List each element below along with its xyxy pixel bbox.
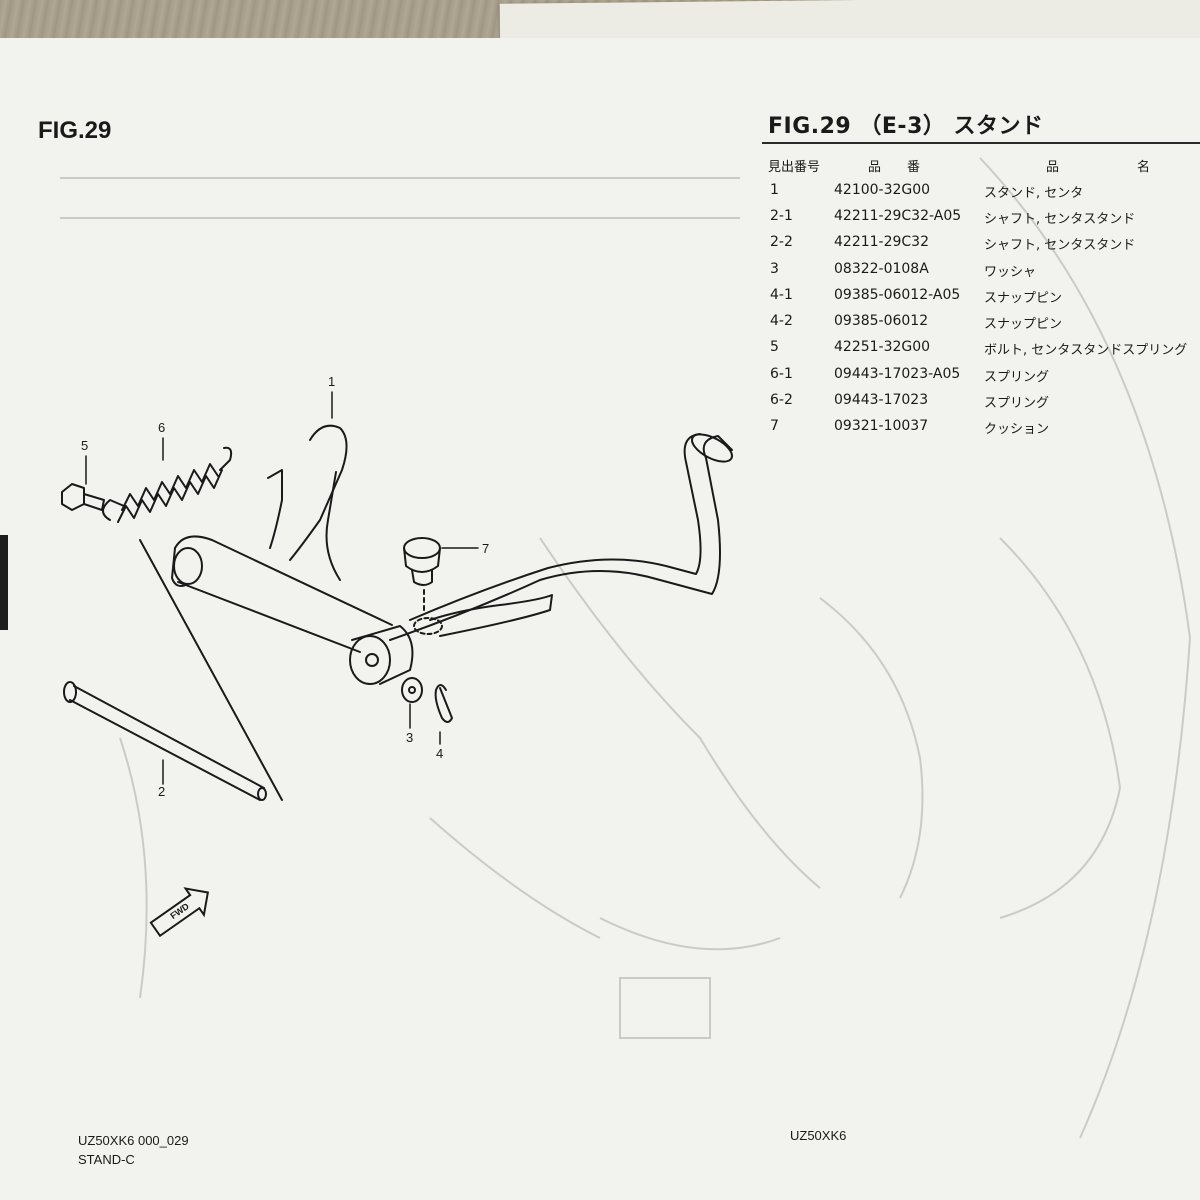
stand-arm xyxy=(325,471,341,581)
part-number: 42251-32G00 xyxy=(834,339,931,355)
part-name: スプリング xyxy=(984,370,1050,385)
ref-number: 2-1 xyxy=(770,208,793,224)
stand-pivot-right xyxy=(349,635,391,685)
bolt xyxy=(61,483,85,511)
part-number: 42100-32G00 xyxy=(834,182,931,198)
part-name: シャフト, センタスタンド xyxy=(984,212,1136,227)
part-number: 09385-06012-A05 xyxy=(834,287,961,303)
part-name: ボルト, センタスタンドスプリング xyxy=(984,343,1188,358)
ref-number: 7 xyxy=(770,418,779,434)
header-part: 品 番 xyxy=(868,160,921,175)
frame-outline-line xyxy=(139,539,283,801)
fwd-arrow xyxy=(149,887,210,938)
cushion xyxy=(403,547,441,573)
footer-model-code: UZ50XK6 000_029 xyxy=(78,1133,189,1148)
part-name: スナップピン xyxy=(984,291,1063,306)
cushion xyxy=(403,537,441,559)
stand-crossbar xyxy=(174,535,393,626)
part-number: 09385-06012 xyxy=(834,313,929,329)
callout-1: 1 xyxy=(328,374,335,389)
stand-pivot-hole xyxy=(365,653,379,667)
footer-section: STAND-C xyxy=(78,1152,135,1167)
foot-lever xyxy=(389,435,733,641)
shaft xyxy=(69,685,265,801)
callout-2: 2 xyxy=(158,784,165,799)
part-name: スプリング xyxy=(984,396,1050,411)
stand-arm xyxy=(289,424,348,561)
ref-number: 5 xyxy=(770,339,779,355)
ref-number: 3 xyxy=(770,261,779,277)
callout-6: 6 xyxy=(158,420,165,435)
callout-4: 4 xyxy=(436,746,443,761)
part-name: ワッシャ xyxy=(984,265,1037,280)
callout-7: 7 xyxy=(482,541,489,556)
foot-lever-end xyxy=(691,433,733,463)
footer-model-right: UZ50XK6 xyxy=(790,1128,847,1143)
foot-lever xyxy=(409,433,702,621)
figure-title-left: FIG.29 xyxy=(38,117,112,144)
stand-crossbar xyxy=(177,581,361,653)
part-name: クッション xyxy=(984,422,1050,437)
part-name: スタンド, センタ xyxy=(984,186,1084,201)
part-name: スナップピン xyxy=(984,317,1063,332)
part-number: 42211-29C32-A05 xyxy=(834,208,962,224)
callout-5: 5 xyxy=(81,438,88,453)
spring xyxy=(102,446,233,523)
part-number: 08322-0108A xyxy=(834,261,929,277)
ref-number: 1 xyxy=(770,182,779,198)
header-rule xyxy=(762,142,1200,144)
ref-number: 6-2 xyxy=(770,392,793,408)
stand-arm xyxy=(267,469,283,549)
callout-3: 3 xyxy=(406,730,413,745)
page-edge-tab xyxy=(0,535,8,630)
figure-title-right: FIG.29 （E-3） スタンド xyxy=(768,114,1044,139)
header-name: 品 名 xyxy=(1046,160,1151,175)
ref-number: 6-1 xyxy=(770,366,793,382)
part-number: 42211-29C32 xyxy=(834,234,929,250)
ref-number: 2-2 xyxy=(770,234,793,250)
stand-crossbar xyxy=(171,547,189,587)
part-name: シャフト, センタスタンド xyxy=(984,238,1136,253)
header-ref: 見出番号 xyxy=(768,160,821,175)
ref-number: 4-1 xyxy=(770,287,793,303)
ref-number: 4-2 xyxy=(770,313,793,329)
part-number: 09321-10037 xyxy=(834,418,929,434)
part-number: 09443-17023-A05 xyxy=(834,366,961,382)
washer xyxy=(401,677,423,703)
snap-pin xyxy=(434,684,453,723)
part-number: 09443-17023 xyxy=(834,392,929,408)
shaft-head xyxy=(63,681,77,703)
stand-pivot-left xyxy=(173,547,203,585)
